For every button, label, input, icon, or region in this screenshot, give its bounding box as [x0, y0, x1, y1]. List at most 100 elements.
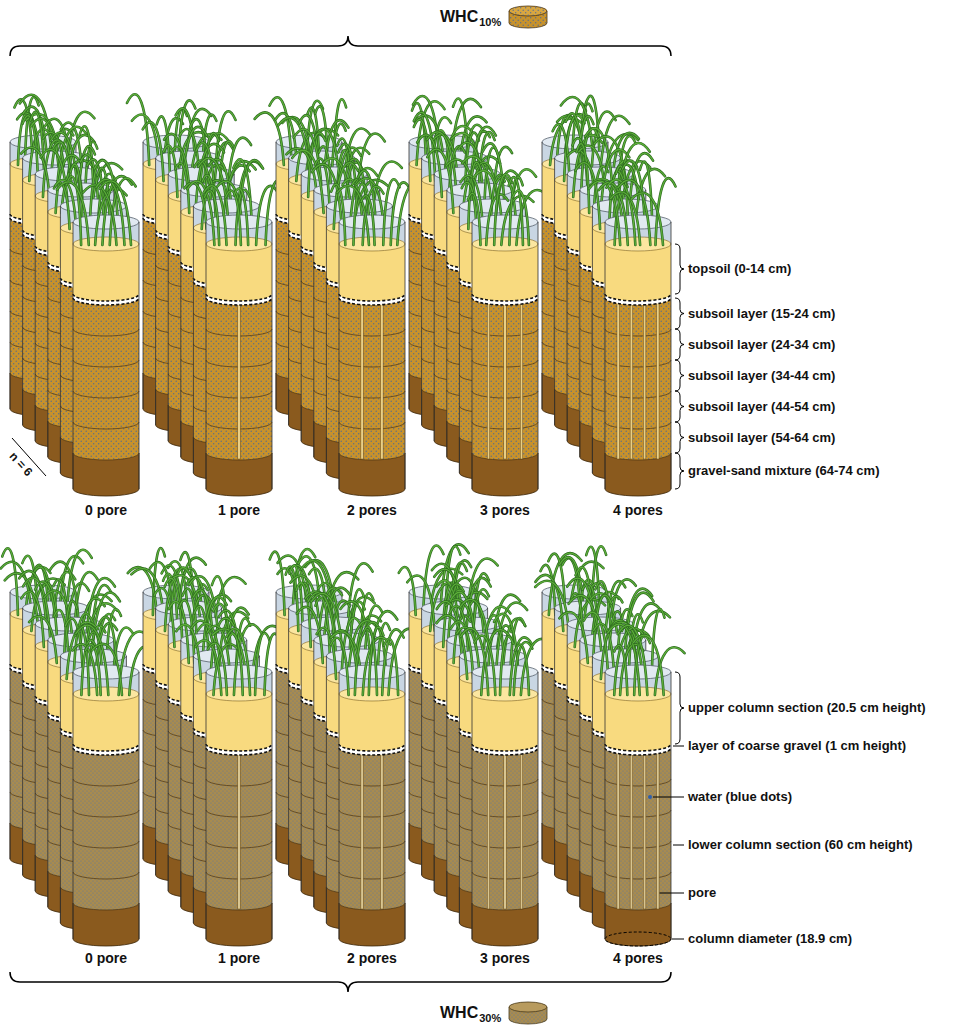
- plant-leaf: [157, 116, 170, 181]
- soil-surface: [206, 687, 272, 701]
- plant-leaf: [399, 567, 416, 615]
- plant-leaf: [226, 629, 250, 695]
- plant-leaf: [414, 112, 435, 181]
- plant-leaf: [553, 124, 570, 181]
- column-wall: [554, 158, 555, 425]
- plant-leaf: [132, 115, 159, 165]
- plant-leaf: [208, 643, 227, 695]
- plant-leaf: [407, 575, 435, 631]
- plant-leaf: [204, 186, 227, 245]
- topsoil-layer: [472, 244, 538, 301]
- pore-channel: [657, 302, 660, 459]
- column-wall: [276, 142, 277, 409]
- layer-boundary: [605, 453, 671, 460]
- plant-leaf: [540, 565, 555, 615]
- plant-leaf: [227, 634, 242, 695]
- plant-leaf: [92, 644, 122, 695]
- column-wall: [47, 190, 48, 457]
- layer-boundary: [339, 810, 405, 817]
- coarse-gravel-edge: [206, 744, 272, 751]
- column-wall: [446, 190, 447, 457]
- column-wall: [60, 656, 61, 923]
- column-wall: [592, 206, 593, 473]
- column-wall: [35, 174, 36, 441]
- plant-leaf: [417, 135, 442, 197]
- water-dots: [73, 748, 139, 910]
- column-wall: [313, 190, 314, 457]
- column-wall: [339, 672, 340, 939]
- layer-boundary: [605, 360, 671, 367]
- plant-leaf: [132, 115, 159, 165]
- pore-channel: [361, 752, 364, 909]
- plant-leaf: [154, 588, 174, 647]
- layer-boundary: [73, 841, 139, 848]
- column-wall: [421, 608, 422, 875]
- plant-leaf: [331, 638, 349, 695]
- plant-leaf: [631, 193, 663, 245]
- plant-leaf: [176, 624, 201, 679]
- column-wall: [542, 142, 543, 409]
- plant-leaf: [618, 180, 651, 245]
- column-wall: [409, 142, 410, 409]
- pore-channel: [487, 752, 490, 909]
- plant-leaf: [618, 180, 651, 245]
- plant-leaf: [577, 144, 590, 213]
- layer-boundary: [73, 360, 139, 367]
- pore-channel: [361, 302, 364, 459]
- column-wall: [459, 206, 460, 473]
- plant-leaf: [269, 97, 291, 165]
- plant-leaf: [631, 193, 663, 245]
- column-wall: [409, 592, 410, 859]
- plant-leaf: [461, 628, 489, 695]
- plant-leaf: [606, 179, 635, 245]
- column-wall: [47, 640, 48, 907]
- column-wall: [554, 608, 555, 875]
- column-wall: [155, 158, 156, 425]
- pore-channel: [504, 302, 507, 459]
- column-wall: [180, 640, 181, 907]
- layer-boundary: [339, 360, 405, 367]
- soil-surface: [73, 237, 139, 251]
- plant-leaf: [513, 190, 529, 245]
- layer-boundary: [605, 391, 671, 398]
- column-wall: [60, 206, 61, 473]
- plant-leaf: [312, 164, 342, 229]
- column-wall: [139, 672, 140, 939]
- column-wall: [301, 624, 302, 891]
- column-wall: [671, 222, 672, 489]
- plant-leaf: [461, 628, 489, 695]
- column-wall: [168, 174, 169, 441]
- coarse-gravel-edge: [73, 744, 139, 751]
- plant-leaf: [535, 581, 569, 631]
- plant-leaf: [76, 627, 89, 695]
- pore-channel: [617, 302, 620, 459]
- plant-leaf: [331, 638, 349, 695]
- plant-leaf: [513, 190, 529, 245]
- layer-boundary: [339, 422, 405, 429]
- plant-leaf: [83, 185, 116, 245]
- plant-leaf: [85, 644, 100, 695]
- column-wall: [446, 640, 447, 907]
- water-dots: [339, 298, 405, 460]
- column-wall: [193, 656, 194, 923]
- plant-leaf: [384, 639, 398, 695]
- plant-leaf: [540, 565, 555, 615]
- coarse-gravel-edge: [206, 294, 272, 301]
- plant-leaf: [509, 177, 523, 245]
- subsoil-layer: [472, 298, 538, 460]
- plant-leaf: [384, 639, 398, 695]
- layer-boundary: [73, 872, 139, 879]
- plant-leaf: [312, 164, 342, 229]
- column-wall: [326, 206, 327, 473]
- column-wall: [73, 222, 74, 489]
- plant-leaf: [76, 625, 109, 695]
- plant-leaf: [399, 567, 416, 615]
- water-dots: [206, 298, 272, 460]
- plant-leaf: [83, 185, 116, 245]
- subsoil-layer: [339, 748, 405, 910]
- column-wall: [567, 624, 568, 891]
- subsoil-layer: [206, 748, 272, 910]
- plant-leaf: [414, 112, 435, 181]
- column-wall: [272, 672, 273, 939]
- plant-leaf: [475, 635, 496, 695]
